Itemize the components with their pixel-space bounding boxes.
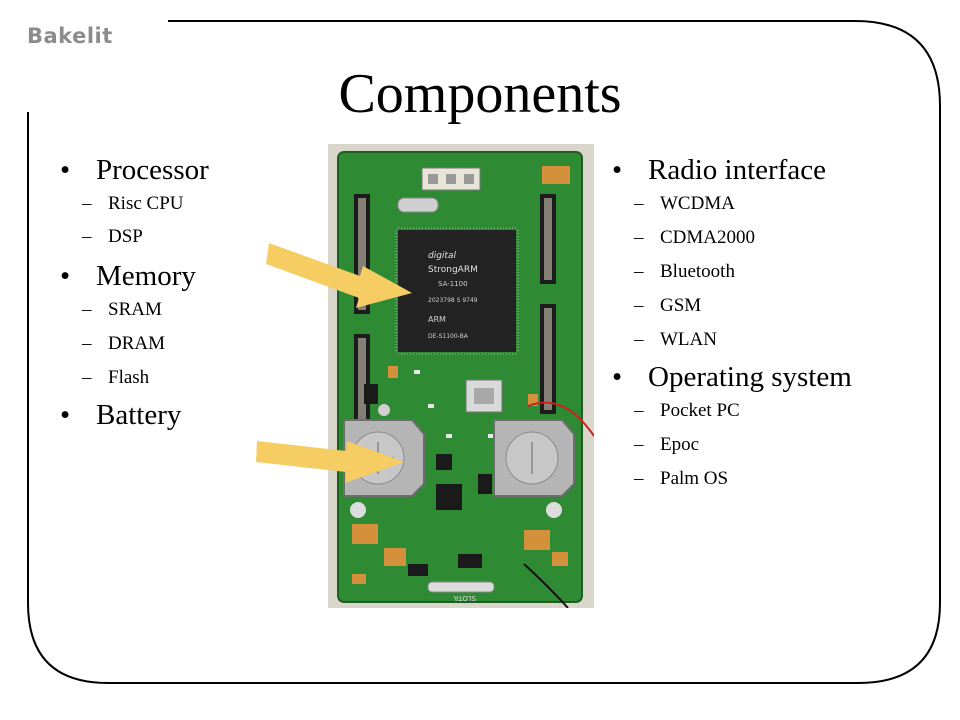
subitem-sram: –SRAM bbox=[82, 299, 162, 320]
subitem-flash: –Flash bbox=[82, 367, 150, 388]
bullet-battery: •Battery bbox=[60, 399, 182, 431]
chip-arm: ARM bbox=[428, 315, 446, 324]
subitem-dsp: –DSP bbox=[82, 226, 143, 247]
chip-brand: digital bbox=[428, 251, 456, 261]
subitem-pocket-pc: –Pocket PC bbox=[634, 400, 740, 421]
chip-part: DE-S1100-BA bbox=[428, 333, 469, 340]
bullet-processor: •Processor bbox=[60, 154, 209, 186]
brand-logo-text: Bakelit bbox=[27, 24, 113, 48]
subitem-wcdma: –WCDMA bbox=[634, 193, 735, 214]
bullet-operating-system: •Operating system bbox=[612, 361, 852, 393]
left-bullet-list: •Processor –Risc CPU –DSP •Memory –SRAM … bbox=[60, 154, 209, 432]
subitem-dram: –DRAM bbox=[82, 333, 166, 354]
subitem-bluetooth: –Bluetooth bbox=[634, 261, 735, 282]
subitem-gsm: –GSM bbox=[634, 295, 702, 316]
chip-name: StrongARM bbox=[428, 265, 478, 275]
chip-model: SA-1100 bbox=[438, 280, 468, 288]
bullet-radio-interface: •Radio interface bbox=[612, 154, 826, 186]
bullet-memory: •Memory bbox=[60, 260, 196, 292]
subitem-risc-cpu: –Risc CPU bbox=[82, 193, 184, 214]
subitem-cdma2000: –CDMA2000 bbox=[634, 227, 756, 248]
subitem-epoc: –Epoc bbox=[634, 434, 700, 455]
chip-code: 2023798 S 9749 bbox=[428, 297, 478, 304]
subitem-palm-os: –Palm OS bbox=[634, 468, 729, 489]
right-bullet-list: •Radio interface –WCDMA –CDMA2000 –Bluet… bbox=[612, 154, 852, 490]
circuit-board-image: digital StrongARM SA-1100 2023798 S 9749… bbox=[328, 144, 594, 608]
slot-label: SLOTA bbox=[454, 594, 476, 602]
subitem-wlan: –WLAN bbox=[634, 329, 717, 350]
slide-title: Components bbox=[338, 63, 622, 125]
